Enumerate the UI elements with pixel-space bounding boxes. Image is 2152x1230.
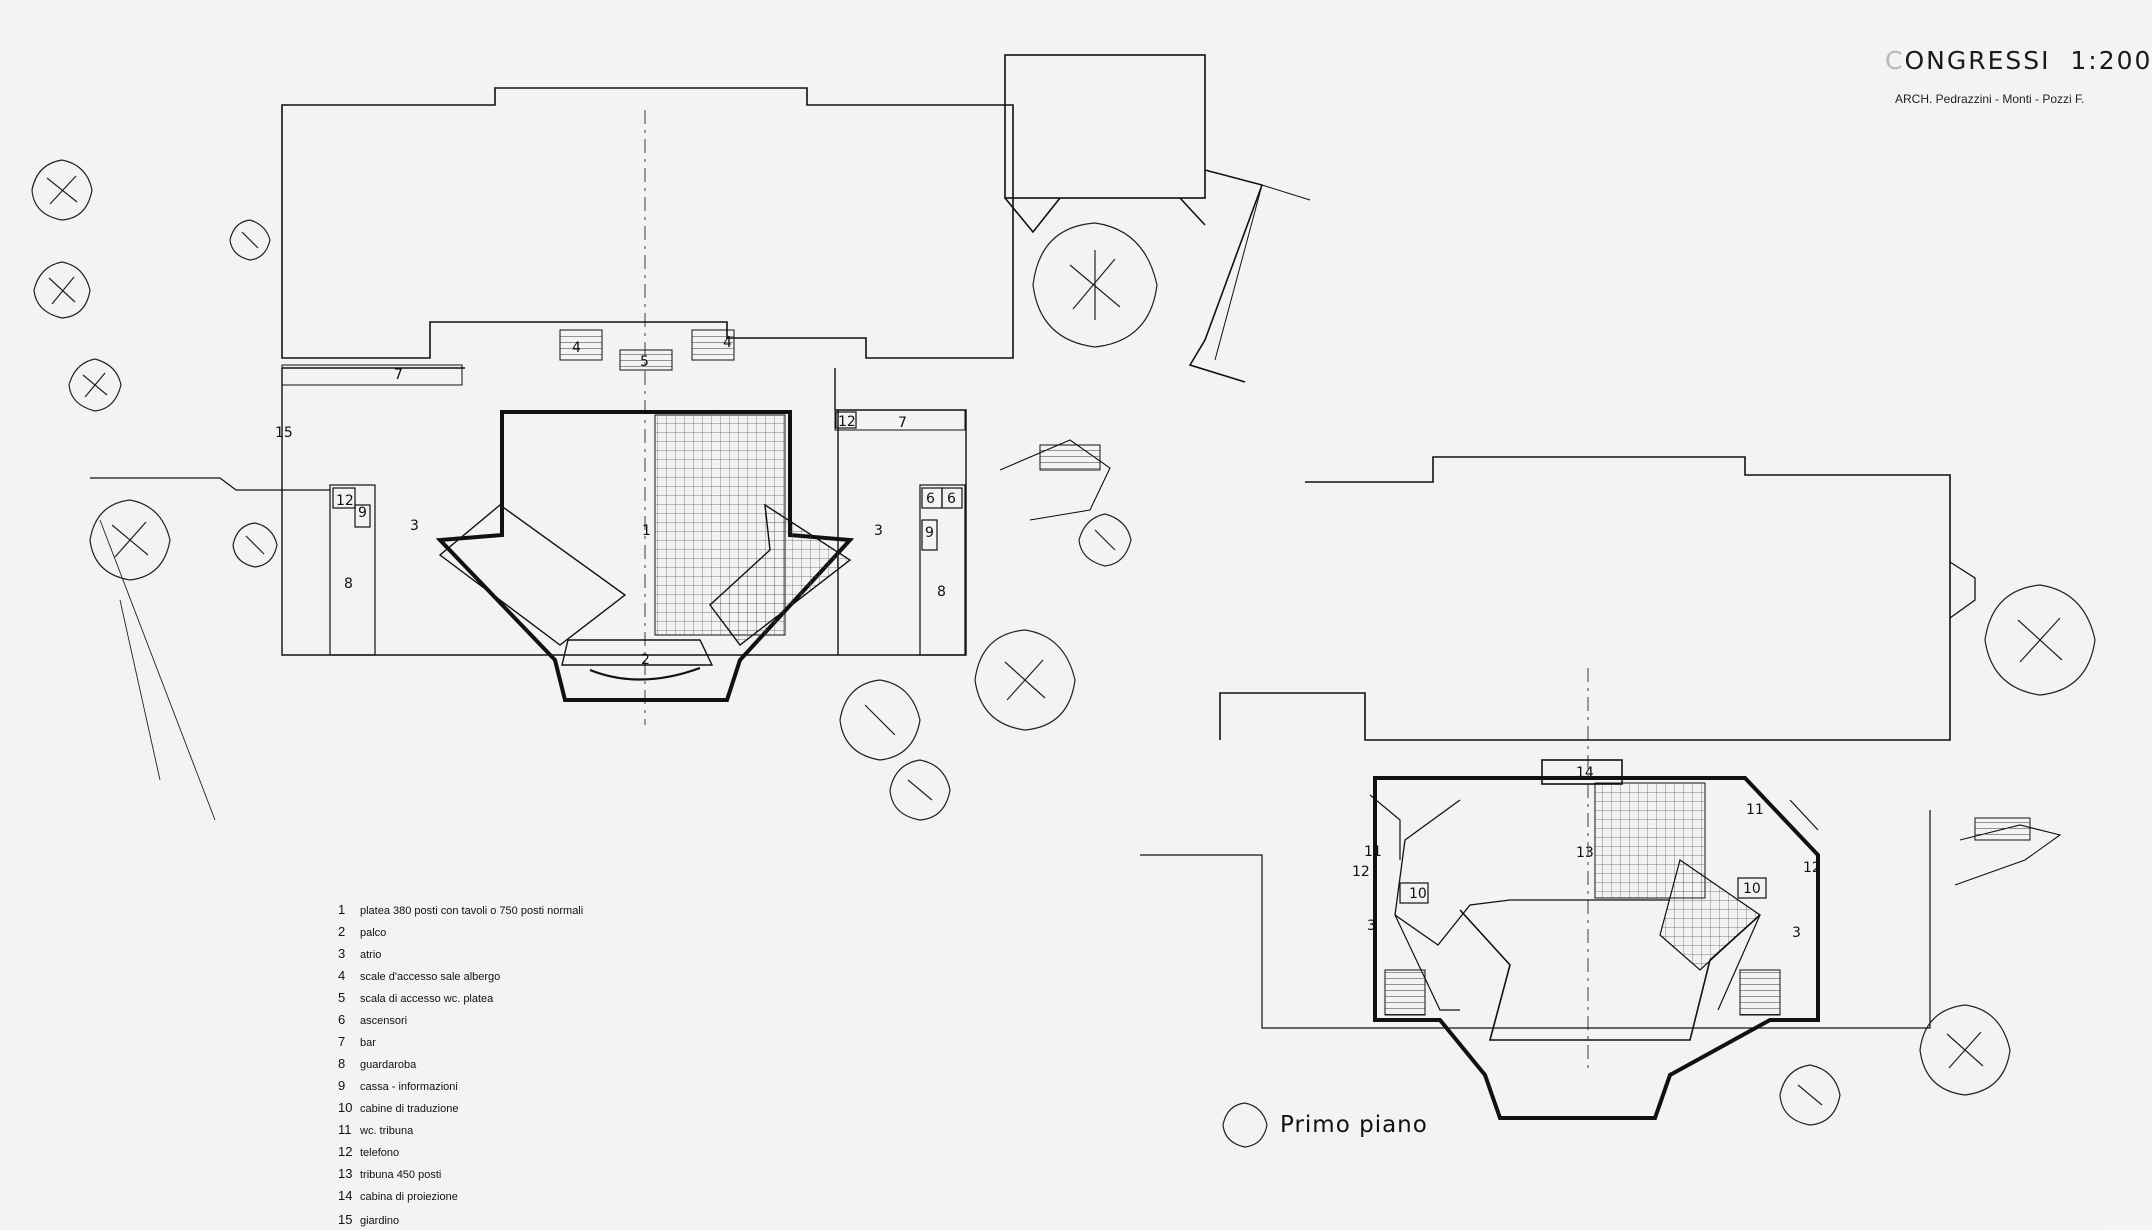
room-8-right: 8 bbox=[937, 584, 946, 600]
tribuna-right-wedge bbox=[1659, 859, 1761, 971]
room-12-upper-left: 12 bbox=[1352, 864, 1370, 880]
room-9-left: 9 bbox=[358, 505, 367, 521]
drawing-title: CONGRESSI 1:200 bbox=[1885, 46, 2152, 75]
room-12-left: 12 bbox=[336, 493, 354, 509]
stair-right bbox=[691, 329, 735, 361]
title-text: ONGRESSI bbox=[1904, 46, 2051, 75]
telefono-left bbox=[332, 487, 356, 509]
room-7-right: 7 bbox=[898, 415, 907, 431]
tribuna-inner bbox=[1394, 799, 1670, 946]
title-prefix: C bbox=[1885, 46, 1905, 75]
room-13: 13 bbox=[1576, 845, 1594, 861]
room-12-right: 12 bbox=[838, 414, 856, 430]
room-1: 1 bbox=[642, 523, 651, 539]
stair-wc bbox=[619, 349, 673, 371]
room-8-left: 8 bbox=[344, 576, 353, 592]
hotel-building-outline bbox=[281, 87, 1014, 359]
room-6-a: 6 bbox=[926, 491, 935, 507]
left-service-block bbox=[329, 484, 376, 656]
architects-credit: ARCH. Pedrazzini - Monti - Pozzi F. bbox=[1895, 92, 2085, 106]
room-10-left: 10 bbox=[1409, 886, 1427, 902]
first-floor-hotel-outline bbox=[1219, 456, 1951, 741]
room-3-upper-right: 3 bbox=[1792, 925, 1801, 941]
room-11-right: 11 bbox=[1746, 802, 1764, 818]
room-3-left: 3 bbox=[410, 518, 419, 534]
platea-right-wedge bbox=[709, 503, 852, 646]
ascensore-2 bbox=[941, 487, 963, 509]
ground-floor-plan bbox=[90, 54, 1311, 725]
right-service-block bbox=[919, 484, 966, 656]
room-15: 15 bbox=[275, 425, 293, 441]
tribuna-outline bbox=[1373, 776, 1820, 1120]
stage-palco bbox=[561, 639, 714, 666]
room-7-left: 7 bbox=[394, 367, 403, 383]
cabina-traduzione-right bbox=[1737, 877, 1767, 899]
room-5: 5 bbox=[640, 354, 649, 370]
room-4-left: 4 bbox=[572, 340, 581, 356]
drawing-scale: 1:200 bbox=[2070, 46, 2152, 75]
room-4-right: 4 bbox=[723, 335, 732, 351]
landscape-trees bbox=[31, 159, 2096, 1148]
proiezione-cabin bbox=[1541, 759, 1623, 785]
platea-left-wedge bbox=[438, 504, 627, 646]
floor-plan-drawing: 1 2 3 3 4 4 5 6 6 7 7 8 8 9 9 10 10 11 1… bbox=[31, 54, 2096, 1148]
cassa-left bbox=[354, 504, 371, 528]
stair-left bbox=[559, 329, 603, 361]
room-6-b: 6 bbox=[947, 491, 956, 507]
room-3-right: 3 bbox=[874, 523, 883, 539]
room-11-left: 11 bbox=[1364, 844, 1382, 860]
room-10-right: 10 bbox=[1743, 881, 1761, 897]
annex-wing bbox=[1004, 169, 1264, 383]
room-12-upper-right: 12 bbox=[1803, 860, 1821, 876]
room-14: 14 bbox=[1576, 765, 1594, 781]
congress-hall-enclosure bbox=[281, 367, 967, 656]
first-floor-plan bbox=[1140, 456, 2062, 1120]
room-numbers: 1 2 3 3 4 4 5 6 6 7 7 8 8 9 9 10 10 11 1… bbox=[275, 335, 1821, 941]
room-2: 2 bbox=[641, 652, 650, 668]
room-9-right: 9 bbox=[925, 525, 934, 541]
floor-label: Primo piano bbox=[1280, 1112, 1428, 1138]
bar-left bbox=[281, 364, 463, 386]
annex-building bbox=[1004, 54, 1206, 199]
cassa-right bbox=[921, 519, 938, 551]
room-3-upper-left: 3 bbox=[1367, 918, 1376, 934]
drawing-sheet: 1 2 3 3 4 4 5 6 6 7 7 8 8 9 9 10 10 11 1… bbox=[31, 46, 2151, 1227]
bar-right bbox=[834, 409, 966, 431]
telefono-right bbox=[835, 411, 857, 429]
cabina-traduzione-left bbox=[1399, 882, 1429, 904]
